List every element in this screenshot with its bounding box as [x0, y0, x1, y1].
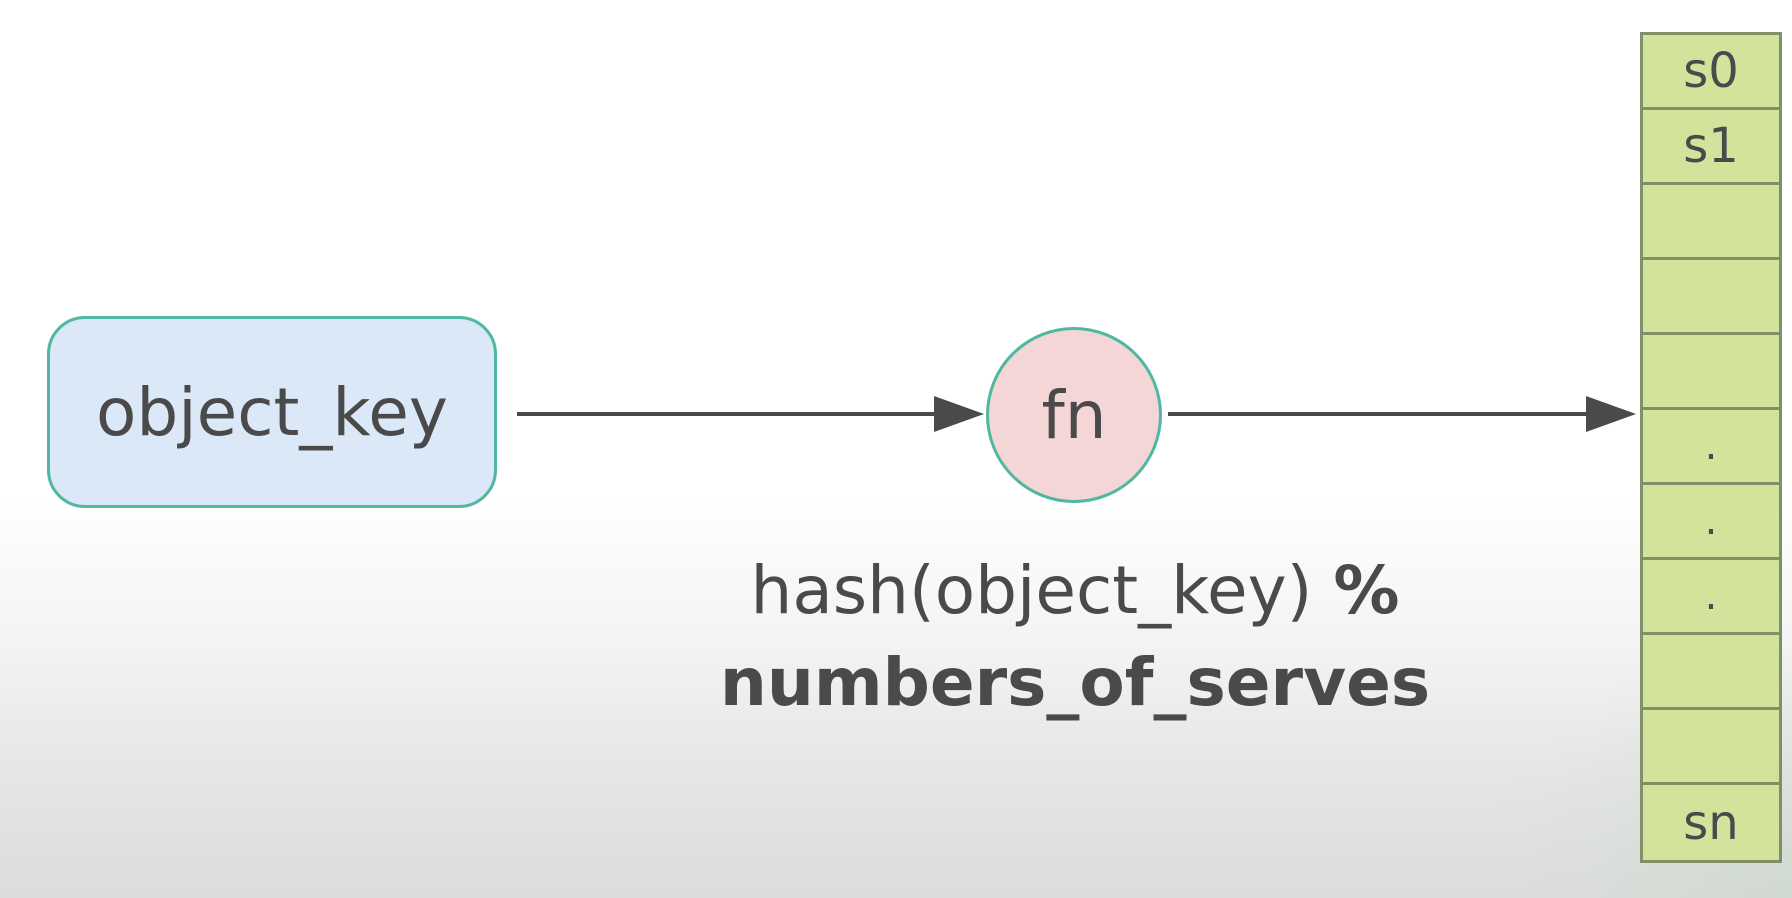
server-slot: s0 [1643, 35, 1779, 110]
hash-formula: hash(object_key) % numbers_of_serves [660, 545, 1490, 729]
hash-function-node: fn [986, 327, 1162, 503]
formula-line-1: hash(object_key) % [660, 545, 1490, 637]
server-slot: sn [1683, 794, 1739, 851]
server-slot [1643, 635, 1779, 710]
server-slot: . [1643, 560, 1779, 635]
arrow-fn-to-servers [1168, 396, 1636, 432]
server-slot: s1 [1643, 110, 1779, 185]
object-key-label: object_key [96, 373, 448, 451]
server-slot [1643, 260, 1779, 335]
server-array: s0 s1 . . . sn [1640, 32, 1782, 863]
server-slot: . [1643, 485, 1779, 560]
formula-line-2: numbers_of_serves [719, 644, 1431, 721]
object-key-node: object_key [47, 316, 497, 508]
fn-label: fn [1041, 376, 1107, 454]
formula-hash-text: hash(object_key) [750, 552, 1334, 629]
server-slot [1643, 185, 1779, 260]
server-slot [1643, 710, 1779, 785]
server-slot [1643, 335, 1779, 410]
formula-modulo-operator: % [1333, 552, 1400, 629]
server-slot: . [1643, 410, 1779, 485]
arrow-key-to-fn [517, 396, 984, 432]
